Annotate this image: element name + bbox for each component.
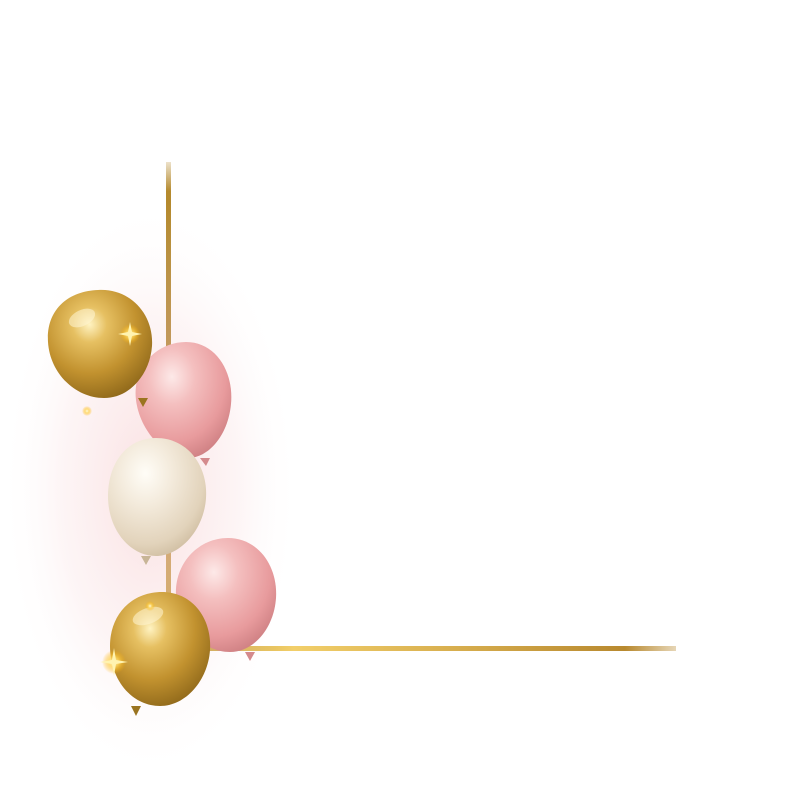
gold-balloon-top (47, 289, 153, 407)
gold-frame-horizontal-line (166, 646, 676, 651)
sparkle-bottom (100, 648, 128, 676)
sparkle-mid (145, 601, 155, 611)
sparkle-small (82, 406, 92, 416)
champagne-balloon (108, 438, 207, 565)
pink-balloon-upper (135, 342, 232, 466)
sparkle-top (118, 322, 142, 346)
gold-balloon-bottom (110, 592, 211, 716)
